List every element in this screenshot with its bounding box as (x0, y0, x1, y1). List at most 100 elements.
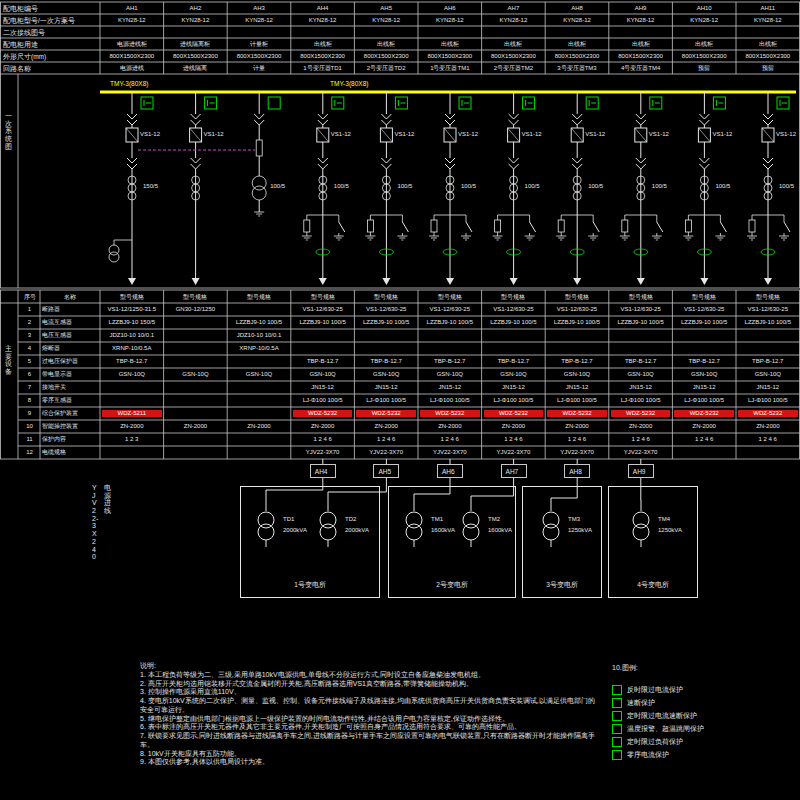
table-rule (608, 290, 609, 459)
label-holder: ZN-2000 (547, 423, 607, 430)
table-rule (290, 290, 291, 459)
frame-rule (0, 74, 1, 288)
label-holder: 序号 (19, 294, 40, 301)
table-rule (481, 2, 482, 74)
label-holder: 100/5 (525, 183, 545, 190)
label: YJV22-3X70 (611, 449, 671, 456)
plug-contact (445, 114, 455, 125)
wire (529, 233, 530, 236)
legend-item: 速断保护 (612, 693, 655, 711)
plug-contact (445, 158, 455, 169)
label-holder: TBP-B-12.7 (674, 358, 734, 365)
label-holder: LJ-Φ100 100/5 (356, 397, 416, 404)
wire (259, 156, 260, 176)
label: GSN-10Q (356, 371, 416, 378)
label-holder: 外形尺寸(mm) (3, 53, 98, 60)
bus-drop (768, 92, 769, 114)
label-holder: 电流互感器 (42, 319, 98, 326)
current-transformer (764, 184, 772, 192)
ground-symbol (683, 236, 693, 237)
bus-drop (259, 92, 260, 114)
label: WDZ-5232 (547, 410, 607, 417)
label-holder: VS1-12/630-25 (738, 306, 798, 313)
label: VS1-12/630-25 (484, 306, 544, 313)
winding (543, 524, 559, 540)
current-transformer (637, 176, 645, 184)
breaker-cross (190, 128, 202, 142)
label: LZZBJ9-10 100/5 (356, 319, 416, 326)
label: JN15-12 (293, 384, 353, 391)
cable-end (637, 278, 645, 285)
node-text: TD1 (283, 516, 294, 523)
label: AH6 (420, 5, 480, 12)
relay-mark (780, 100, 781, 106)
relay-mark (591, 103, 596, 104)
wire (471, 540, 472, 547)
table-rule (18, 290, 19, 459)
node-text: AH9 (633, 468, 646, 475)
label-holder: GSN-10Q (420, 371, 480, 378)
label-holder: 800X1500X2300 (738, 53, 798, 60)
label: KYN28-12 (356, 17, 416, 24)
cable-end (192, 278, 200, 285)
label-holder: LJ-Φ100 100/5 (484, 397, 544, 404)
breaker-cross (635, 128, 647, 142)
label: WDZ-5232 (420, 410, 480, 417)
table-rule (0, 290, 800, 291)
wire (370, 215, 371, 220)
ground-symbol (433, 240, 435, 241)
current-transformer (510, 192, 518, 200)
label: 计量柜 (229, 41, 289, 48)
label: 二次接线图号 (3, 29, 98, 36)
bus-drop (322, 92, 323, 114)
label-holder: VS1-12/630-25 (611, 306, 671, 313)
winding (258, 512, 274, 528)
label: KYN28-12 (547, 17, 607, 24)
label: 型号规格 (674, 294, 734, 301)
protection-relay (523, 97, 535, 109)
label: 出线柜 (356, 41, 416, 48)
label-holder: VS1-12 (458, 131, 481, 138)
legend-text: 温度报警、超温跳闸保护 (627, 725, 704, 732)
wire (132, 169, 133, 278)
label: 100/5 (397, 183, 417, 190)
label-holder: VS1-12/1250-31.5 (102, 306, 162, 313)
ground-symbol (525, 236, 535, 237)
label: 电缆规格 (42, 449, 98, 456)
label: 800X1500X2300 (547, 53, 607, 60)
label-holder: KYN28-12 (611, 17, 671, 24)
label-holder: KYN28-12 (102, 17, 162, 24)
table-rule (227, 2, 228, 74)
wire (624, 215, 625, 220)
transformer: TM21600kVA (456, 511, 514, 547)
label: KYN28-12 (229, 17, 289, 24)
plug-contact (509, 158, 519, 169)
breaker-cross (317, 128, 329, 142)
label: 型号规格 (229, 294, 289, 301)
bus-drop (577, 92, 578, 114)
label: 出线柜 (484, 41, 544, 48)
label: 5 (19, 358, 40, 365)
label-holder: 4号变压器TM4 (611, 65, 671, 72)
label: LZZBJ9-10 100/5 (229, 319, 289, 326)
wire (768, 215, 784, 216)
label-holder: 型号规格 (356, 294, 416, 301)
wire (370, 232, 371, 236)
label: 7 (19, 384, 40, 391)
legend-symbol (612, 698, 622, 708)
label-holder: VS1-12/630-25 (674, 306, 734, 313)
label-holder: 型号规格 (547, 294, 607, 301)
legend-item: 定时限过电流速断保护 (612, 706, 697, 724)
label-holder: LZZBJ9-10 100/5 (293, 319, 353, 326)
current-transformer (510, 176, 518, 184)
wire (338, 215, 339, 222)
label: 800X1500X2300 (420, 53, 480, 60)
label-holder: 1 2 4 6 (738, 436, 798, 443)
label: WDZ-5211 (102, 410, 162, 417)
label-holder: YJV22-3X70 (547, 449, 607, 456)
label: 3 (19, 332, 40, 339)
label-holder: WDZ-5232 (356, 410, 416, 417)
label: 带电显示器 (42, 371, 98, 378)
label: 出线柜 (293, 41, 353, 48)
table-rule (18, 329, 800, 330)
